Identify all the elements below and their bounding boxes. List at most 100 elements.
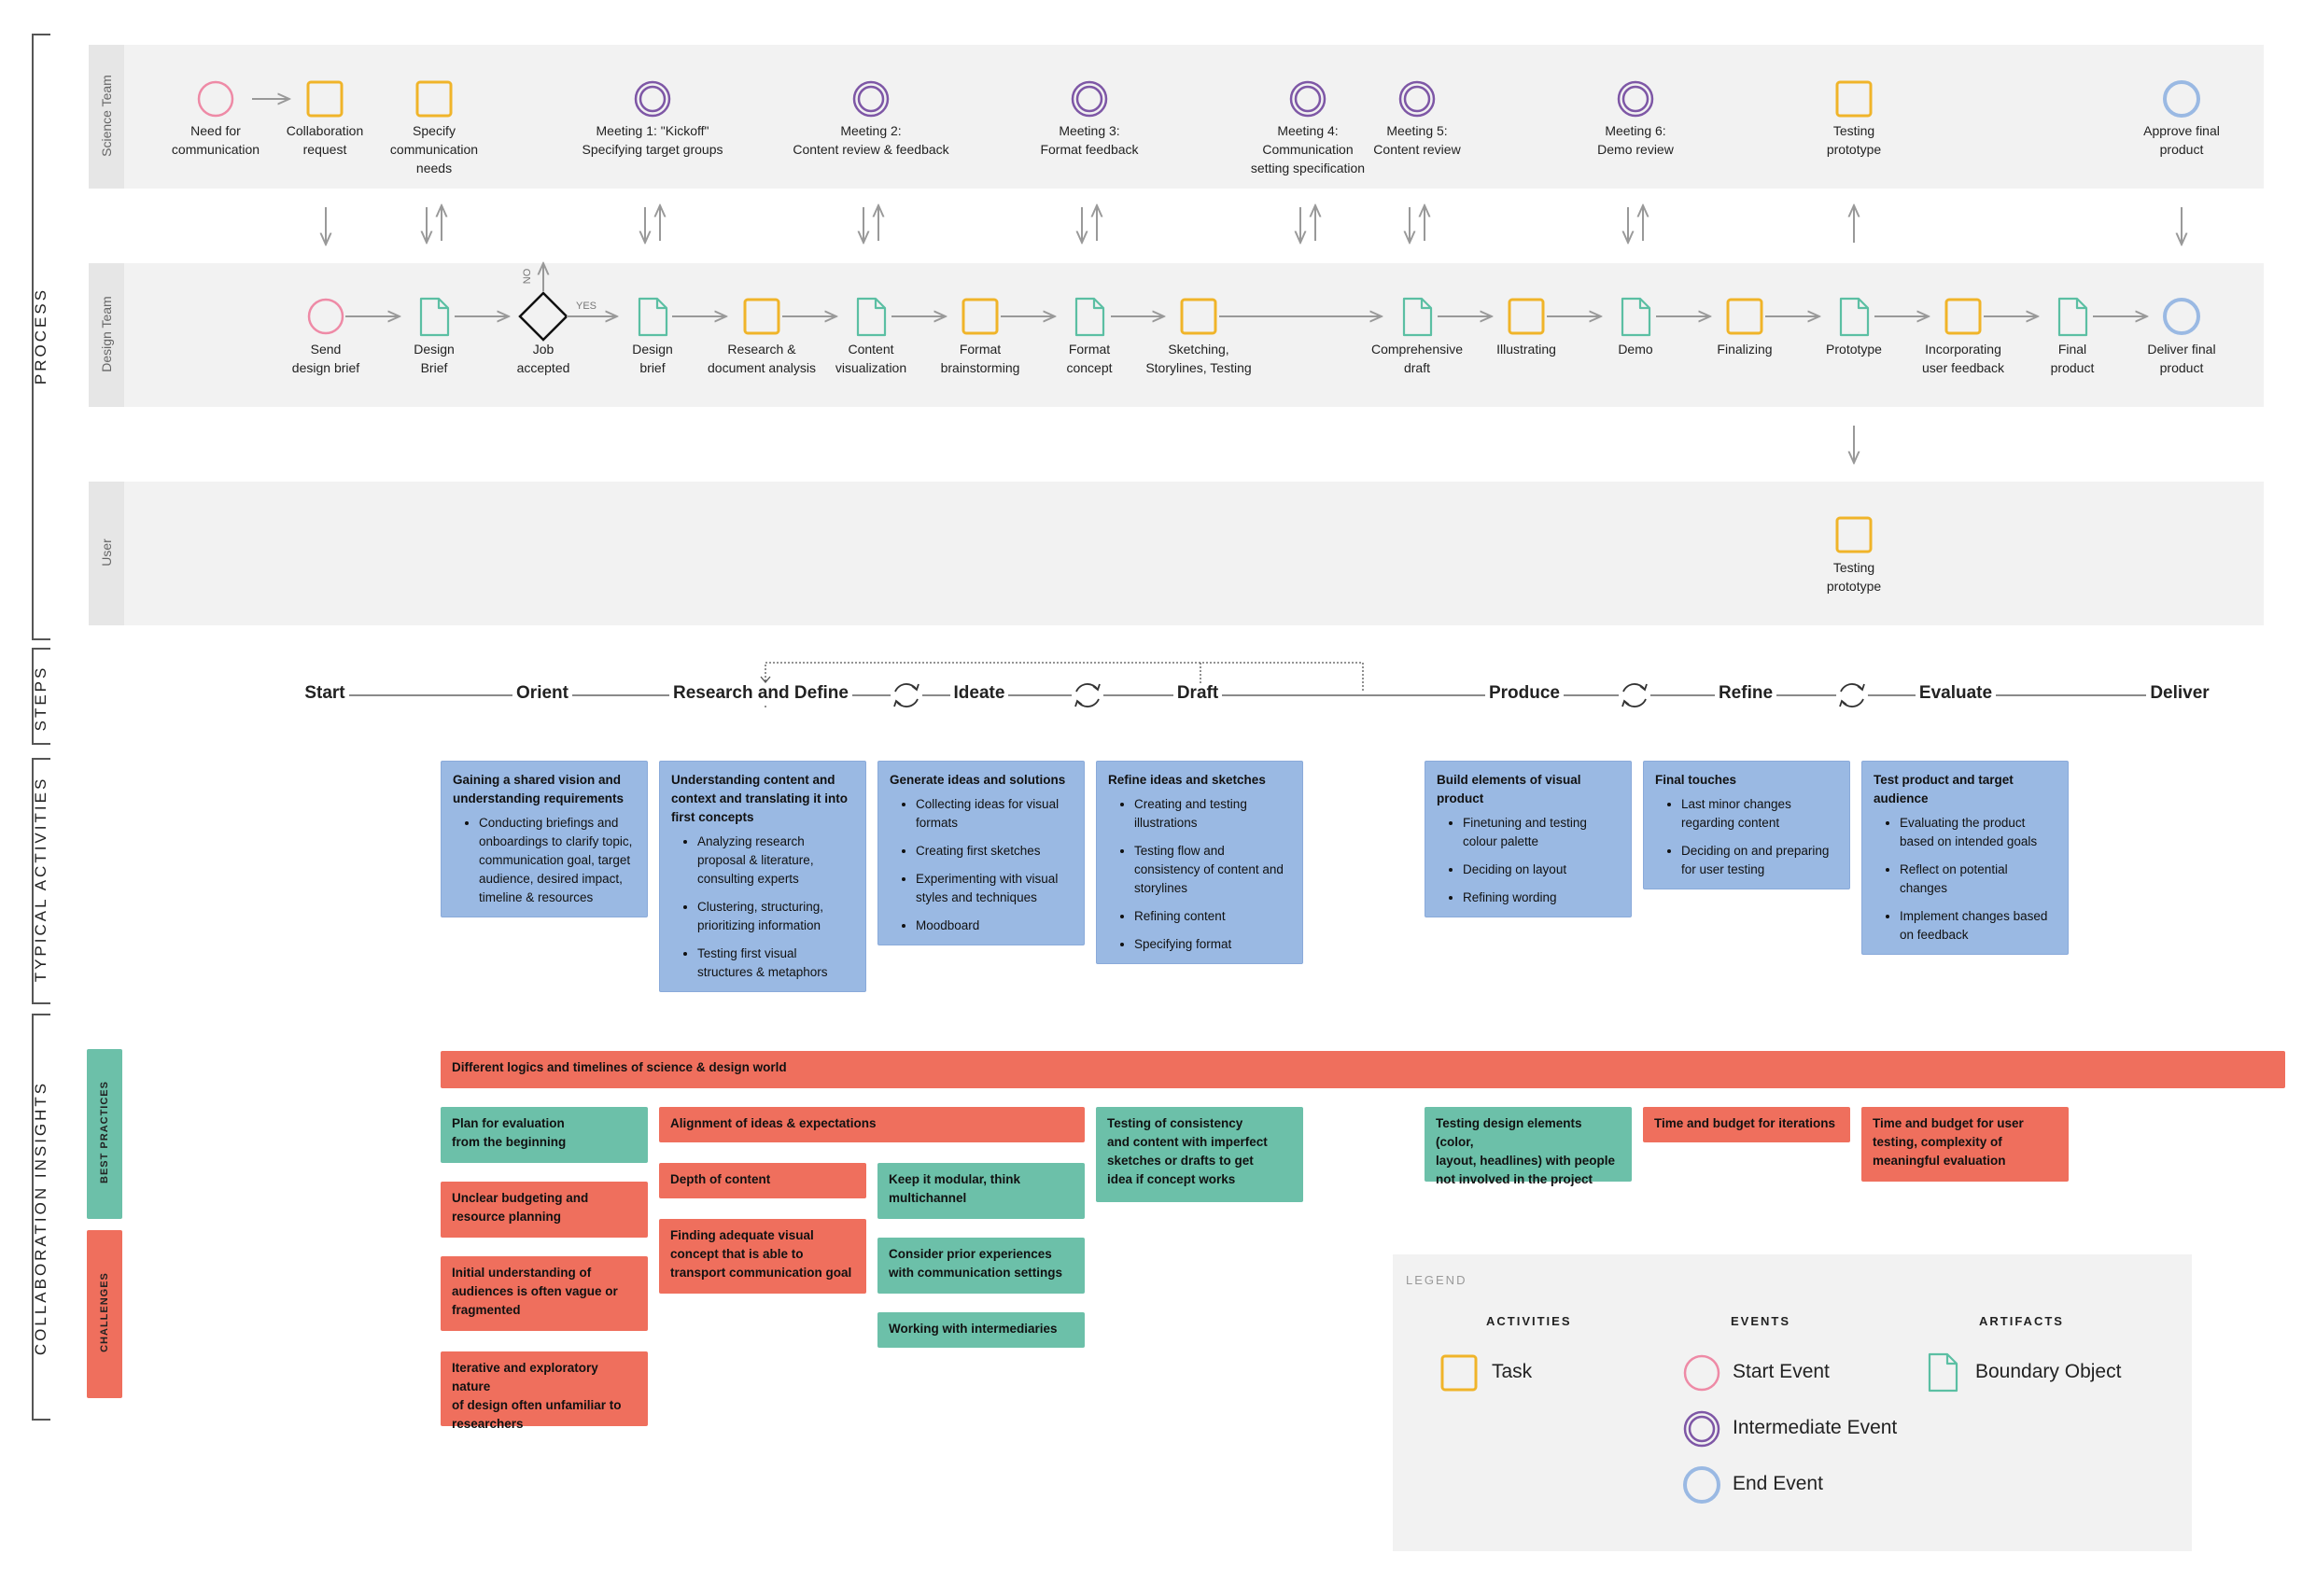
- insights-bracket: [32, 1014, 50, 1421]
- design-artifact-7: [1074, 297, 1105, 337]
- design-node-label-2: Job accepted: [516, 342, 570, 375]
- insight-finding-concept: Finding adequate visual concept that is …: [659, 1219, 866, 1294]
- design-node-label-8: Sketching, Storylines, Testing: [1145, 342, 1252, 375]
- legend-start-event-icon: [1683, 1354, 1720, 1392]
- step-deliver: Deliver: [2146, 683, 2213, 704]
- science-intermediate-5: [1071, 80, 1108, 118]
- step-research-and-define: Research and Define: [669, 683, 852, 704]
- typical-activities-label: TYPICAL ACTIVITIES: [32, 776, 49, 983]
- user-task-0: [1835, 516, 1873, 553]
- science-node-label-6: Meeting 4: Communication setting specifi…: [1250, 123, 1366, 175]
- design-artifact-9: [1402, 297, 1433, 337]
- activity-card-2: Generate ideas and solutionsCollecting i…: [877, 761, 1085, 945]
- activity-item: Specifying format: [1134, 935, 1291, 954]
- activity-item: Collecting ideas for visual formats: [916, 795, 1073, 833]
- activity-card-0: Gaining a shared vision and understandin…: [441, 761, 648, 917]
- process-bracket: [32, 34, 50, 640]
- insight-testing-design-elements: Testing design elements (color, layout, …: [1425, 1107, 1632, 1186]
- best-practices-tab: [87, 1049, 122, 1219]
- activity-item: Moodboard: [916, 917, 1073, 935]
- design-task-8: [1180, 298, 1217, 335]
- design-task-14: [1944, 298, 1982, 335]
- design-task-10: [1508, 298, 1545, 335]
- challenges-tab: [87, 1230, 122, 1398]
- insight-prior-experiences: Consider prior experiences with communic…: [877, 1238, 1085, 1294]
- activity-item: Refining wording: [1463, 889, 1620, 907]
- design-node-label-12: Finalizing: [1717, 342, 1773, 357]
- science-end-10: [2163, 80, 2200, 118]
- science-intermediate-7: [1398, 80, 1436, 118]
- legend-events-head: EVENTS: [1731, 1314, 1791, 1328]
- design-node-label-7: Format concept: [1066, 342, 1113, 375]
- insight-unclear-budgeting: Unclear budgeting and resource planning: [441, 1182, 648, 1238]
- design-node-label-10: Illustrating: [1496, 342, 1556, 357]
- activity-item: Experimenting with visual styles and tec…: [916, 870, 1073, 907]
- design-lane: [89, 263, 2264, 407]
- activity-card-4: Build elements of visual productFinetuni…: [1425, 761, 1632, 917]
- user-lane-side: [89, 482, 124, 625]
- challenges-label: CHALLENGES: [99, 1272, 110, 1352]
- science-node-label-4: Meeting 2: Content review & feedback: [793, 123, 949, 157]
- science-intermediate-3: [634, 80, 671, 118]
- collaboration-insights-label: COLLABORATION INSIGHTS: [32, 1080, 49, 1356]
- design-gateway-2: [518, 291, 568, 342]
- legend-end-event-icon: [1683, 1466, 1720, 1504]
- activity-card-title: Generate ideas and solutions: [890, 773, 1066, 787]
- activity-item: Creating first sketches: [916, 842, 1073, 861]
- activity-card-title: Final touches: [1655, 773, 1737, 787]
- design-node-label-9: Comprehensive draft: [1370, 342, 1464, 375]
- design-node-label-16: Deliver final product: [2147, 342, 2216, 375]
- design-lane-side: [89, 263, 124, 407]
- activity-item: Creating and testing illustrations: [1134, 795, 1291, 833]
- legend-task-label: Task: [1492, 1361, 1533, 1382]
- science-intermediate-4: [852, 80, 890, 118]
- insight-plan-evaluation: Plan for evaluation from the beginning: [441, 1107, 648, 1163]
- activity-item: Implement changes based on feedback: [1900, 907, 2056, 945]
- best-practices-label: BEST PRACTICES: [99, 1081, 110, 1183]
- science-intermediate-8: [1617, 80, 1654, 118]
- design-node-label-11: Demo: [1618, 342, 1653, 357]
- user-node-label-0: Testing prototype: [1826, 560, 1882, 594]
- legend-boundary-object-label: Boundary Object: [1975, 1361, 2122, 1382]
- science-start-0: [197, 80, 234, 118]
- activity-card-3: Refine ideas and sketchesCreating and te…: [1096, 761, 1303, 964]
- activity-card-1: Understanding content and context and tr…: [659, 761, 866, 992]
- activity-card-5: Final touchesLast minor changes regardin…: [1643, 761, 1850, 889]
- activity-card-title: Build elements of visual product: [1437, 773, 1581, 805]
- design-artifact-1: [419, 297, 450, 337]
- iteration-cycle-icon-1: [1072, 679, 1103, 711]
- design-node-label-14: Incorporating user feedback: [1922, 342, 2004, 375]
- iteration-cycle-icon-2: [1619, 679, 1650, 711]
- legend: LEGEND ACTIVITIES EVENTS ARTIFACTS Task …: [1393, 1254, 2192, 1551]
- insight-iterative-nature: Iterative and exploratory nature of desi…: [441, 1351, 648, 1431]
- design-node-label-13: Prototype: [1826, 342, 1882, 357]
- legend-intermediate-event-label: Intermediate Event: [1733, 1417, 1898, 1438]
- science-task-1: [306, 80, 344, 118]
- activity-item: Deciding on and preparing for user testi…: [1681, 842, 1838, 879]
- gateway-no-label: NO: [522, 268, 533, 285]
- science-node-label-1: Collaboration request: [286, 123, 364, 157]
- science-node-label-5: Meeting 3: Format feedback: [1040, 123, 1139, 157]
- insight-testing-consistency: Testing of consistency and content with …: [1096, 1107, 1303, 1202]
- activity-item: Last minor changes regarding content: [1681, 795, 1838, 833]
- science-lane: [89, 45, 2264, 189]
- activity-item: Evaluating the product based on intended…: [1900, 814, 2056, 851]
- design-node-label-5: Content visualization: [835, 342, 907, 375]
- iteration-cycle-icon-3: [1836, 679, 1868, 711]
- science-node-label-2: Specify communication needs: [389, 123, 479, 175]
- insight-time-iterations: Time and budget for iterations: [1643, 1107, 1850, 1142]
- activity-item: Analyzing research proposal & literature…: [697, 833, 854, 889]
- insight-depth-of-content: Depth of content: [659, 1163, 866, 1198]
- activity-card-title: Test product and target audience: [1874, 773, 2014, 805]
- activity-item: Testing first visual structures & metaph…: [697, 945, 854, 982]
- gateway-yes-label: YES: [576, 301, 597, 312]
- activities-bracket: [32, 758, 50, 1004]
- design-start-0: [307, 298, 344, 335]
- legend-boundary-object-icon: [1928, 1352, 1958, 1393]
- science-node-label-7: Meeting 5: Content review: [1373, 123, 1461, 157]
- design-node-label-3: Design brief: [632, 342, 673, 375]
- insight-different-logics: Different logics and timelines of scienc…: [441, 1051, 2285, 1088]
- design-artifact-15: [2057, 297, 2088, 337]
- step-start: Start: [301, 683, 349, 704]
- insight-modular: Keep it modular, think multichannel: [877, 1163, 1085, 1219]
